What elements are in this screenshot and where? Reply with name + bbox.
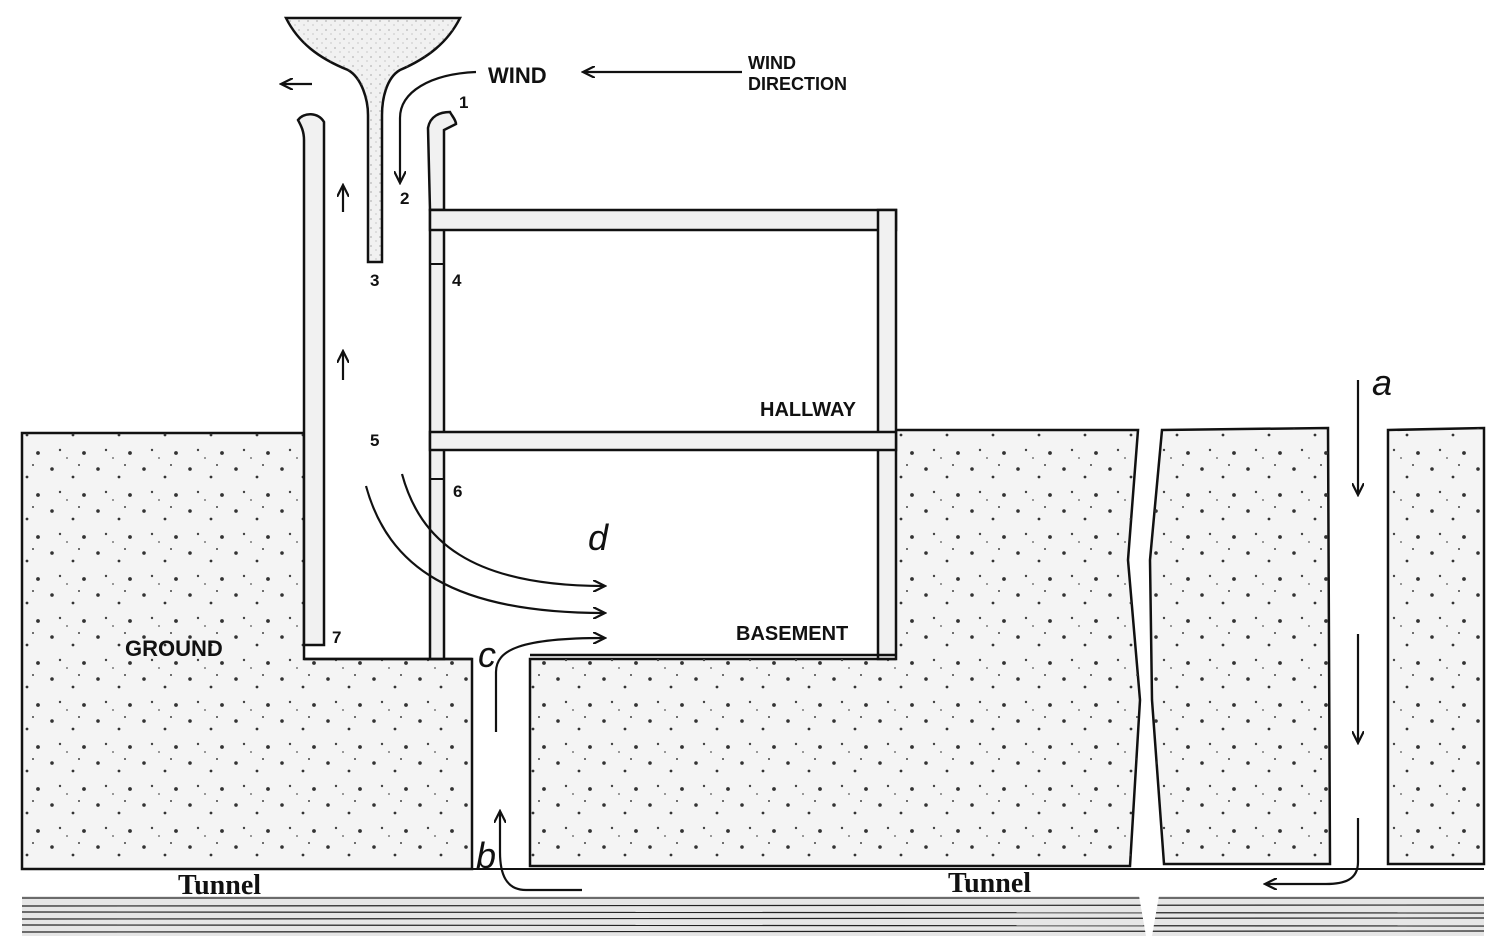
flow-c-arrow (494, 638, 604, 732)
point-7: 7 (332, 628, 341, 647)
flow-letter-c: c (478, 634, 496, 675)
point-1: 1 (459, 93, 468, 112)
house (428, 208, 898, 661)
tunnel-label-right: Tunnel (948, 868, 1031, 899)
point-2: 2 (400, 189, 409, 208)
wind-direction-label-line2: DIRECTION (748, 74, 847, 94)
flow-letter-d: d (588, 517, 609, 558)
flow-d-lower-arrow (364, 485, 604, 613)
ground-mass (20, 426, 1486, 871)
point-5: 5 (370, 431, 379, 450)
bedrock (21, 868, 1485, 936)
ground-texture-right (1150, 428, 1330, 864)
wind-label: WIND (488, 63, 547, 88)
tunnel-label-left: Tunnel (178, 870, 261, 901)
wind-entry-arrow (400, 70, 477, 182)
flow-letter-a: a (1372, 362, 1392, 403)
airflow-arrows (282, 70, 1360, 892)
wind-tower (283, 16, 472, 661)
flow-letter-b: b (476, 835, 496, 876)
ground-label: GROUND (125, 636, 223, 661)
tower-right-wall (426, 110, 458, 212)
wind-direction-label-line1: WIND (748, 53, 796, 73)
tower-left-wall (296, 113, 326, 647)
floor-slab (428, 430, 898, 452)
point-4: 4 (452, 271, 462, 290)
basement-label: BASEMENT (736, 623, 848, 645)
point-3: 3 (370, 271, 379, 290)
ground-texture-middle (530, 430, 1140, 866)
point-6: 6 (453, 482, 462, 501)
ground-texture-far-right (1388, 428, 1484, 864)
flow-d-upper-arrow (400, 473, 604, 586)
flow-a-tunnel-arrow (1266, 818, 1360, 884)
roof-slab (428, 208, 898, 232)
flow-b-arrow (500, 812, 582, 892)
ground-texture-left (22, 433, 472, 869)
hallway-label: HALLWAY (760, 399, 857, 421)
